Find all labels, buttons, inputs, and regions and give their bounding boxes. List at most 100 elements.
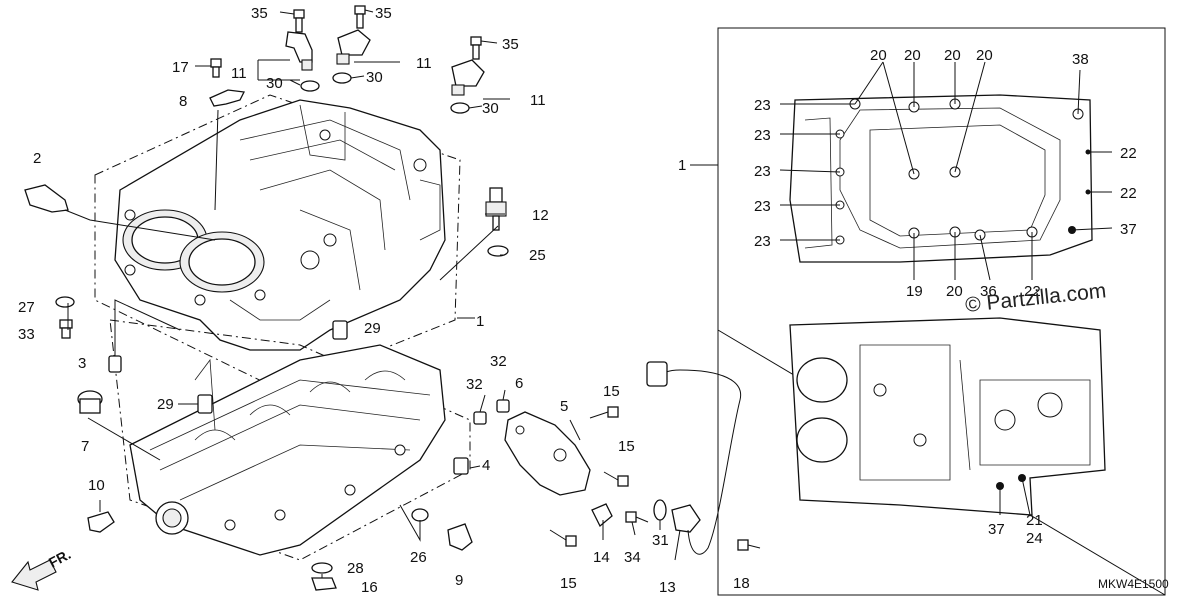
front-direction-arrow: FR. (11, 546, 73, 591)
callout-3: 3 (78, 355, 86, 372)
callout-13: 13 (659, 579, 676, 596)
dowel-3 (108, 355, 122, 373)
callout-37-b: 37 (988, 521, 1005, 538)
bolt-15-a (589, 406, 619, 419)
callout-35-a: 35 (251, 5, 268, 22)
callout-labels: 35 35 35 17 11 11 11 30 30 30 8 2 12 25 … (18, 5, 1137, 596)
oring-30-b (332, 72, 352, 84)
callout-11-b: 11 (416, 55, 432, 72)
sensor-11-b (336, 29, 371, 65)
sensor-13 (654, 369, 742, 555)
callout-1-a: 1 (476, 313, 484, 330)
dowel-32-a (473, 411, 487, 425)
bolt-35-b (354, 5, 366, 29)
callout-30-a: 30 (266, 75, 283, 92)
callout-4: 4 (482, 457, 490, 474)
callout-21: 21 (1026, 512, 1043, 529)
dowel-29-a (332, 320, 348, 340)
callout-32-a: 32 (466, 376, 483, 393)
callout-16: 16 (361, 579, 378, 596)
callout-23-e: 23 (754, 233, 771, 250)
bolt-35-a (293, 9, 305, 33)
bolt-15-b (603, 471, 629, 487)
sensor-11-a (285, 31, 313, 71)
bolt-18 (737, 539, 761, 551)
callout-5: 5 (560, 398, 568, 415)
callout-11-a: 11 (231, 65, 247, 82)
lower-view-crankcase-bottom (789, 317, 1106, 516)
washer-27 (55, 296, 75, 308)
callout-15-b: 15 (618, 438, 635, 455)
dowel-4 (453, 457, 469, 475)
bracket-14 (591, 503, 613, 528)
callout-8: 8 (179, 93, 187, 110)
bolt-35-c (470, 36, 482, 60)
washer-26 (411, 508, 429, 522)
callout-7: 7 (81, 438, 89, 455)
dowel-29-b (197, 394, 213, 414)
callout-37-a: 37 (1120, 221, 1137, 238)
callout-25: 25 (529, 247, 546, 264)
callout-9: 9 (455, 572, 463, 589)
callout-18: 18 (733, 575, 750, 592)
callout-24: 24 (1026, 530, 1043, 547)
callout-23-a: 23 (754, 97, 771, 114)
callout-14: 14 (593, 549, 610, 566)
sensor-9 (447, 523, 473, 551)
callout-38: 38 (1072, 51, 1089, 68)
bolt-34 (625, 511, 649, 523)
lower-crankcase (109, 319, 471, 561)
callout-35-b: 35 (375, 5, 392, 22)
upper-crankcase (94, 94, 461, 391)
sensor-10 (87, 511, 115, 533)
callout-33: 33 (18, 326, 35, 343)
callout-36: 36 (980, 283, 997, 300)
oring-30-a (300, 80, 320, 92)
callout-10: 10 (88, 477, 105, 494)
callout-22-c: 22 (1024, 283, 1041, 300)
lower-view-crankcase-top (789, 94, 1093, 263)
bolt-15-c (549, 529, 577, 547)
callout-29-b: 29 (157, 396, 174, 413)
callout-6: 6 (515, 375, 523, 392)
bolt-33 (59, 319, 73, 339)
callout-17: 17 (172, 59, 189, 76)
callout-20-e: 20 (946, 283, 963, 300)
callout-29-a: 29 (364, 320, 381, 337)
callout-22-b: 22 (1120, 185, 1137, 202)
callout-32-b: 32 (490, 353, 507, 370)
callout-15-a: 15 (603, 383, 620, 400)
oring-31 (653, 499, 667, 521)
callout-30-b: 30 (366, 69, 383, 86)
callout-22-a: 22 (1120, 145, 1137, 162)
connector-13 (646, 361, 668, 387)
callout-20-a: 20 (870, 47, 887, 64)
valve-5 (504, 411, 591, 496)
oring-30-c (450, 102, 470, 114)
bracket-2 (24, 184, 69, 213)
callout-11-c: 11 (530, 92, 546, 109)
callout-35-c: 35 (502, 36, 519, 53)
clip-8 (209, 89, 245, 107)
washer-25 (487, 245, 509, 257)
plug-7 (77, 390, 103, 414)
callout-2: 2 (33, 150, 41, 167)
callout-23-b: 23 (754, 127, 771, 144)
callout-26: 26 (410, 549, 427, 566)
callout-23-c: 23 (754, 163, 771, 180)
callout-34: 34 (624, 549, 641, 566)
callout-23-d: 23 (754, 198, 771, 215)
switch-12 (485, 187, 507, 231)
callout-20-b: 20 (904, 47, 921, 64)
leader-lines (64, 9, 1113, 578)
sensor-11-c (451, 59, 485, 96)
diagram-code: MKW4E1500 (1098, 577, 1169, 591)
dowel-32-b (496, 399, 510, 413)
callout-27: 27 (18, 299, 35, 316)
callout-20-c: 20 (944, 47, 961, 64)
callout-30-c: 30 (482, 100, 499, 117)
callout-31: 31 (652, 532, 669, 549)
nut-16 (311, 577, 337, 591)
callout-28: 28 (347, 560, 364, 577)
